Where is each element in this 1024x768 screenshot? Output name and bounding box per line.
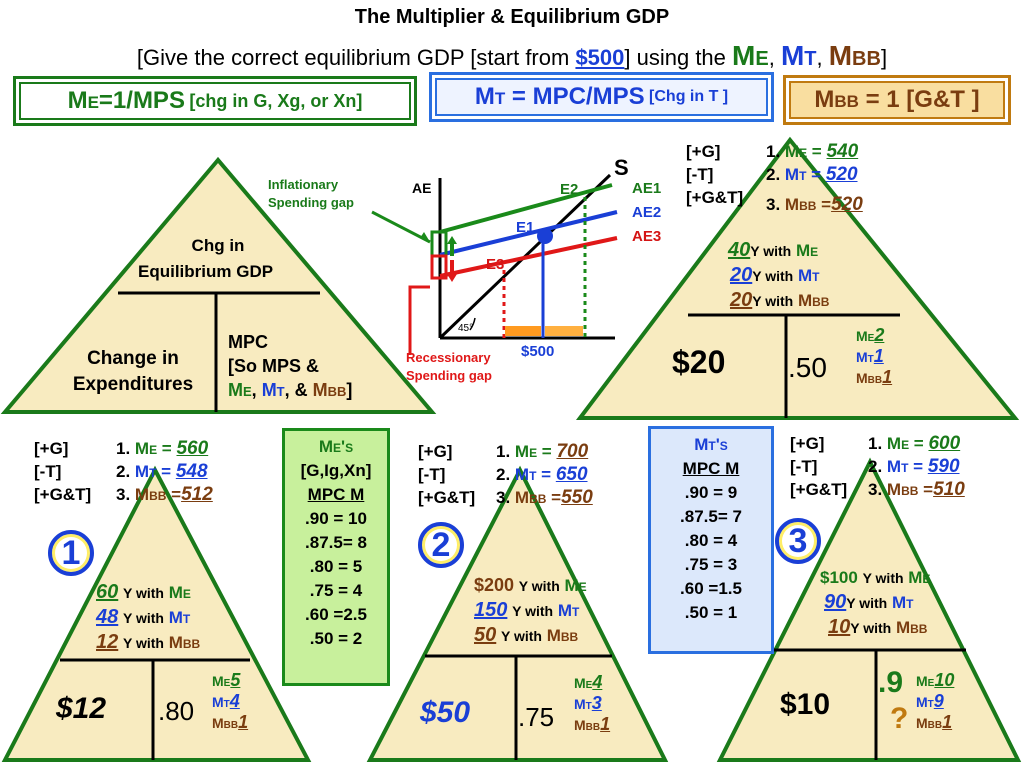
p1-change: $12 [56, 692, 107, 725]
p3-y-values: $100 Y with Me 90Y with Mt 10Y with Mbb [820, 568, 931, 638]
mbb-formula-box: Mbb = 1 [G&T ] [783, 75, 1011, 125]
p3-change: $10 [780, 688, 831, 721]
p1-y-values: 60 Y with Me 48 Y with Mt 12 Y with Mbb [96, 581, 201, 653]
s-label: S [614, 155, 629, 180]
answer-top-multipliers: Me2 Mt1 Mbb1 [856, 325, 893, 387]
p1-multipliers: Me5 Mt4 Mbb1 [212, 670, 249, 732]
ae1-label: AE1 [632, 180, 662, 197]
angle-label: 45° [458, 323, 474, 334]
ae-axis-label: AE [412, 180, 432, 196]
e2-label: E2 [560, 181, 579, 198]
mt-formula-box: Mt = MPC/MPS [Chg in T ] [429, 72, 774, 122]
ae3-line [439, 236, 618, 278]
triangle-problem-1 [1, 465, 312, 762]
p3-mpc-question: ? [890, 702, 909, 735]
answer-top-y-values: 40Y with Me 20Y with Mt 20Y with Mbb [728, 239, 830, 311]
e3-label: E3 [486, 256, 505, 273]
ae2-label: AE2 [632, 204, 662, 221]
me-table: Me's [G,Ig,Xn] MPC M .90 = 10.87.5= 8.80… [282, 428, 390, 686]
problem-2-badge: 2 [418, 522, 464, 568]
ae2-line [439, 210, 618, 257]
answer-top-mpc: .50 [788, 352, 827, 383]
p3-multipliers: Me10 Mt9 Mbb1 [916, 670, 955, 732]
p2-questions: 1. Me = 700 2. Mt = 650 3. Mbb =550 [496, 441, 593, 508]
p1-mpc: .80 [158, 696, 195, 726]
answer-top-questions: 1. Me = 540 2. Mt = 520 [766, 141, 859, 185]
triangle-problem-3 [716, 457, 1022, 762]
p2-y-values: $200 Y with Me 150 Y with Mt 50 Y with M… [474, 575, 587, 646]
me-formula-box: Me=1/MPS [chg in G, Xg, or Xn] [13, 76, 417, 126]
p2-change: $50 [420, 696, 471, 729]
e1-point [537, 228, 553, 244]
mpc-label: MPC[So MPS &Me, Mt, & Mbb] [228, 332, 353, 400]
problem-1-badge: 1 [48, 530, 94, 576]
p2-labels: [+G][-T][+G&T] [418, 442, 476, 507]
p1-labels: [+G][-T][+G&T] [34, 439, 92, 504]
p3-labels: [+G][-T][+G&T] [790, 434, 848, 499]
x-500-label: $500 [521, 343, 555, 360]
triangle-left [0, 156, 437, 414]
chg-gdp-label: Chg in [191, 236, 245, 255]
ae3-label: AE3 [632, 228, 662, 245]
e1-label: E1 [516, 219, 535, 236]
p3-questions: 1. Me = 600 2. Mt = 590 3. Mbb =510 [868, 433, 965, 500]
ae1-line [439, 183, 613, 234]
triangle-answer-top [575, 136, 1020, 420]
chg-gdp-label-2: Equilibrium GDP [138, 262, 274, 281]
problem-3-badge: 3 [775, 518, 821, 564]
mt-table: Mt's MPC M .90 = 9.87.5= 7.80 = 4.75 = 3… [648, 426, 774, 654]
page-title: The Multiplier & Equilibrium GDP [354, 6, 670, 28]
answer-top-change: $20 [672, 344, 726, 380]
answer-top-labels: [+G] [-T] [+G&T] [686, 142, 744, 207]
p2-multipliers: Me4 Mt3 Mbb1 [574, 672, 611, 734]
p2-mpc: .75 [518, 702, 555, 732]
p3-mpc: .9 [878, 666, 904, 699]
p1-questions: 1. Me = 560 2. Mt = 548 3. Mbb =512 [116, 438, 213, 505]
subtitle: [Give the correct equilibrium GDP [start… [136, 40, 888, 71]
